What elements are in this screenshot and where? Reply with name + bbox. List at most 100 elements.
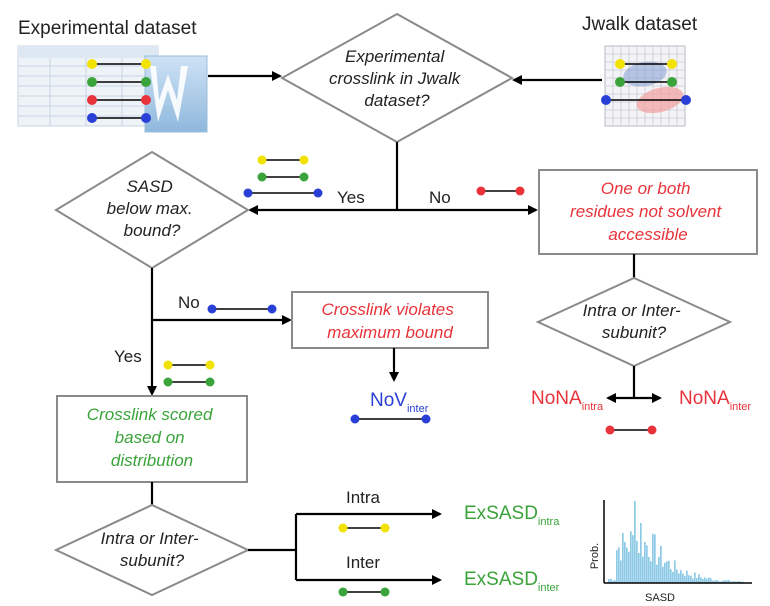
histogram-bar	[720, 581, 722, 583]
exsasd-inter-label: ExSASDinter	[464, 569, 560, 594]
histogram-bar	[732, 581, 734, 583]
histogram-bar	[654, 534, 656, 583]
histogram-bar	[724, 580, 726, 583]
histogram-bar	[636, 540, 638, 583]
histogram-bar	[652, 533, 654, 583]
histogram-bar	[646, 545, 648, 583]
histogram-bar	[694, 572, 696, 583]
histogram-bar	[728, 579, 730, 583]
histogram-bar	[664, 562, 666, 583]
histogram-bar	[708, 577, 710, 583]
scored-text: Crosslink scored based on distribution	[87, 405, 217, 470]
inter-crosslink	[338, 587, 390, 597]
histogram-bar	[674, 560, 676, 583]
histogram-ylabel: Prob.	[589, 543, 601, 569]
intra-inter-decision-bottom	[53, 503, 251, 597]
intra-crosslink	[338, 523, 390, 533]
histogram-bar	[692, 578, 694, 583]
nov-inter-label: NoVinter	[370, 390, 429, 415]
histogram-bar	[638, 552, 640, 583]
histogram-bar	[632, 535, 634, 583]
scored-crosslinks	[163, 360, 215, 387]
histogram-bar	[662, 566, 664, 583]
histogram-bar	[642, 556, 644, 583]
histogram-bar	[656, 564, 658, 583]
histogram-bar	[628, 551, 630, 583]
in-jwalk-question: Experimental crosslink in Jwalk dataset?	[329, 47, 465, 110]
nona-crosslink	[605, 425, 657, 435]
histogram-bar	[608, 579, 610, 583]
experimental-crosslinks	[87, 59, 151, 123]
histogram-bar	[672, 571, 674, 583]
edge-yes-down: Yes	[114, 347, 142, 366]
intra-inter-question-bottom: Intra or Inter- subunit?	[101, 529, 204, 570]
edge-intra: Intra	[346, 488, 381, 507]
not-accessible-text: One or both residues not solvent accessi…	[570, 179, 726, 244]
histogram-bar	[702, 578, 704, 583]
experimental-dataset-title: Experimental dataset	[18, 18, 197, 39]
histogram-bar	[666, 561, 668, 583]
sasd-question: SASD below max. bound?	[107, 177, 198, 240]
histogram-bar	[698, 574, 700, 583]
histogram-bar	[640, 523, 642, 583]
edge-no-right: No	[429, 188, 451, 207]
intra-inter-decision-right	[535, 276, 733, 368]
histogram-bar	[714, 580, 716, 583]
word-document-icon	[144, 55, 208, 133]
histogram-bar	[686, 570, 688, 583]
nona-inter-label: NoNAinter	[679, 388, 751, 413]
histogram-bar	[624, 541, 626, 583]
histogram-bar	[630, 531, 632, 583]
histogram-bar	[726, 580, 728, 583]
nona-intra-label: NoNAintra	[531, 388, 604, 413]
histogram-bar	[684, 576, 686, 583]
edge-inter: Inter	[346, 553, 380, 572]
intra-inter-question-right: Intra or Inter- subunit?	[583, 301, 686, 342]
jwalk-dataset-title: Jwalk dataset	[582, 14, 698, 35]
histogram-bars	[608, 501, 744, 583]
histogram-bar	[612, 580, 614, 583]
histogram-bar	[644, 541, 646, 583]
histogram-bar	[718, 581, 720, 583]
histogram-bar	[738, 581, 740, 583]
histogram-xlabel: SASD	[645, 592, 675, 604]
histogram-bar	[734, 581, 736, 583]
violate-crosslink	[207, 304, 277, 314]
violates-text: Crosslink violates maximum bound	[322, 300, 459, 342]
histogram-bar	[730, 581, 732, 583]
violates-box	[291, 291, 489, 349]
histogram-bar	[700, 577, 702, 583]
edge-yes-left: Yes	[337, 188, 365, 207]
histogram-bar	[670, 569, 672, 583]
histogram-bar	[620, 560, 622, 583]
histogram-bar	[680, 570, 682, 583]
histogram-bar	[710, 578, 712, 583]
histogram-bar	[696, 577, 698, 583]
histogram-bar	[676, 569, 678, 583]
exsasd-intra-label: ExSASDintra	[464, 503, 560, 528]
histogram-bar	[622, 533, 624, 583]
histogram-bar	[704, 577, 706, 583]
histogram-bar	[658, 557, 660, 583]
histogram-bar	[618, 547, 620, 583]
histogram-bar	[690, 575, 692, 583]
histogram-bar	[650, 561, 652, 583]
histogram-bar	[688, 575, 690, 583]
jwalk-grid-icon	[601, 45, 691, 127]
histogram-bar	[634, 501, 636, 583]
spreadsheet-icon	[17, 45, 159, 127]
histogram-bar	[706, 578, 708, 583]
histogram-bar	[682, 573, 684, 583]
sasd-histogram: Prob. SASD	[589, 500, 752, 604]
no-crosslink	[476, 186, 525, 196]
edge-no-violate: No	[178, 293, 200, 312]
histogram-bar	[668, 560, 670, 583]
histogram-bar	[610, 578, 612, 583]
histogram-bar	[722, 580, 724, 583]
histogram-bar	[712, 580, 714, 583]
not-accessible-box	[538, 169, 758, 255]
histogram-bar	[626, 547, 628, 583]
histogram-bar	[660, 545, 662, 583]
histogram-bar	[716, 579, 718, 583]
